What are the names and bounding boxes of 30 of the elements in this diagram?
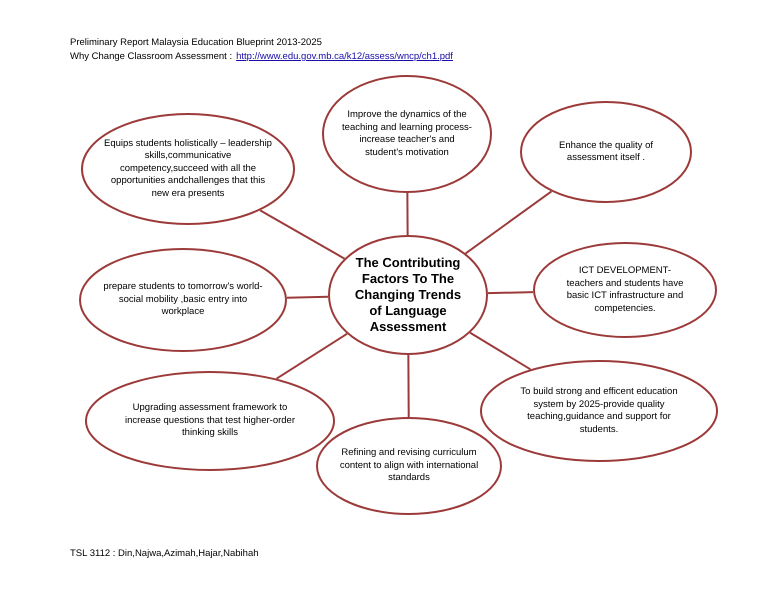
footer-note: TSL 3112 : Din,Najwa,Azimah,Hajar,Nabihah — [70, 547, 259, 561]
factor-ellipse — [316, 417, 502, 515]
factor-ellipse — [520, 101, 692, 203]
factor-text: ICT DEVELOPMENT- teachers and students have basic ICT infrastructure and competencies. — [566, 265, 684, 315]
connector-line — [260, 209, 345, 260]
factor-text: Enhance the quality of assessment itself . — [558, 140, 654, 164]
factor-text: Improve the dynamics of the teaching and learning process- increase teacher's and student's motivation — [342, 109, 472, 159]
factor-text: Refining and revising curriculum content to align with international standards — [339, 447, 479, 485]
connector-line — [407, 355, 410, 417]
factor-text: Upgrading assessment framework to increase questions that test higher-order thinking skills — [124, 402, 296, 440]
source-label: Why Change Classroom Assessment : — [70, 50, 232, 64]
connector-line — [286, 296, 328, 299]
connector-line — [406, 193, 409, 235]
connector-line — [465, 190, 552, 254]
connector-line — [488, 291, 534, 294]
central-topic-ellipse — [328, 235, 488, 355]
factor-text: prepare students to tomorrow's world- social mobility ,basic entry into workplace — [103, 281, 263, 319]
source-link: http://www.edu.gov.mb.ca/k12/assess/wncp/ch1.pdf — [236, 50, 453, 64]
factor-ellipse — [79, 248, 287, 352]
factor-ellipse — [322, 75, 492, 193]
factor-ellipse — [533, 242, 717, 338]
connector-line — [470, 332, 531, 370]
factor-ellipse — [480, 360, 718, 462]
connector-line — [276, 332, 348, 380]
factor-text: To build strong and efficent education system by 2025-provide quality teaching,guidance and support for students. — [519, 386, 679, 436]
factor-text: Equips students holistically – leadership skills,communicative competency,succeed with all the opportunities andchallenges that this new era presents — [103, 138, 273, 200]
report-title: Preliminary Report Malaysia Education Blueprint 2013-2025 — [70, 36, 323, 50]
central-topic-text: The Contributing Factors To The Changing Trends of Language Assessment — [354, 255, 462, 335]
factor-ellipse — [81, 113, 295, 225]
factor-ellipse — [85, 371, 335, 471]
